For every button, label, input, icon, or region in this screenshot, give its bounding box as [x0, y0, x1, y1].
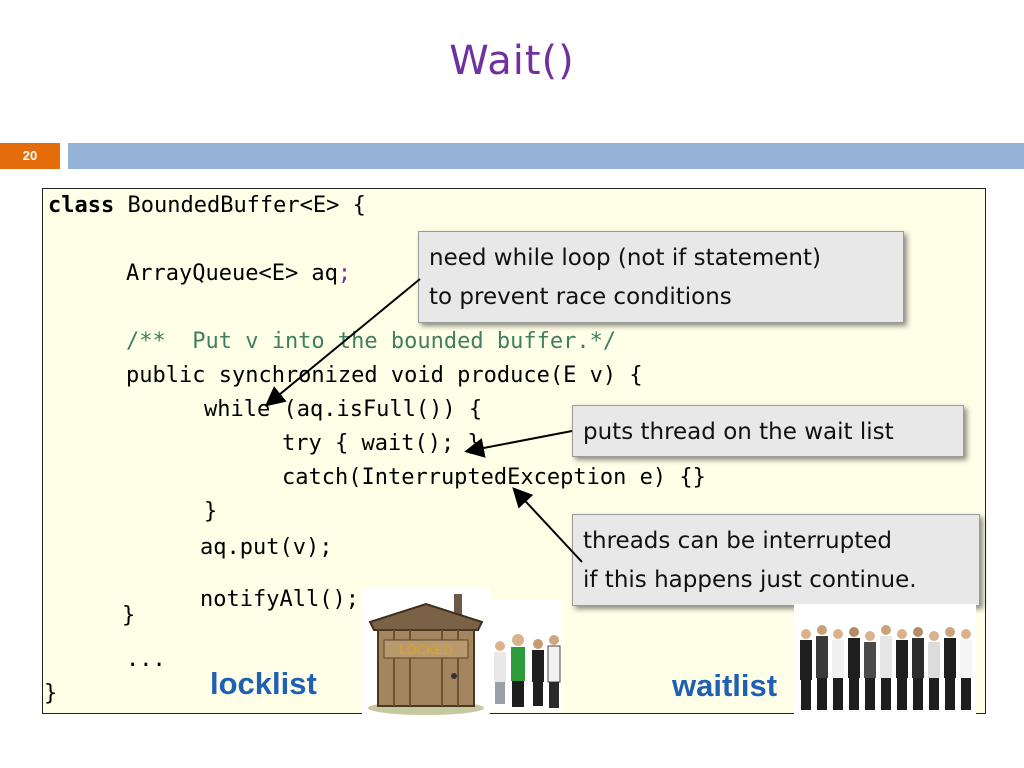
class-decl: BoundedBuffer<E> {: [114, 193, 366, 218]
field-decl: ArrayQueue<E> aq: [126, 261, 338, 286]
callout-wait-list: puts thread on the wait list: [572, 405, 964, 457]
slide-title: Wait(): [449, 38, 575, 84]
callout-interrupt-line1: threads can be interrupted: [583, 528, 892, 554]
locked-outhouse-image: LOCKED: [362, 588, 490, 716]
code-line-try: try { wait(); }: [282, 431, 481, 456]
code-line-while: while (aq.isFull()) {: [204, 397, 483, 422]
header-bar: [68, 143, 1024, 169]
callout-interrupt: threads can be interrupted if this happe…: [572, 514, 980, 606]
code-line-catch: catch(InterruptedException e) {}: [282, 465, 706, 490]
code-line-method: public synchronized void produce(E v) {: [126, 363, 643, 388]
code-line-class: class BoundedBuffer<E> {: [48, 193, 366, 219]
code-line-method-close: }: [122, 603, 136, 628]
field-semicolon: ;: [337, 261, 352, 286]
locklist-label: locklist: [210, 666, 317, 701]
code-line-notify: notifyAll();: [200, 587, 359, 612]
locklist-people-image: [488, 600, 562, 712]
code-line-put: aq.put(v);: [200, 535, 333, 560]
callout-interrupt-line2: if this happens just continue.: [583, 567, 917, 593]
code-line-field: ArrayQueue<E> aq;: [126, 261, 351, 287]
callout-wait-list-text: puts thread on the wait list: [583, 419, 894, 445]
code-line-ellipsis: ...: [126, 647, 166, 672]
keyword-class: class: [48, 193, 115, 218]
code-line-class-close: }: [44, 681, 58, 706]
locked-sign-text: LOCKED: [399, 642, 452, 657]
waitlist-people-image: [794, 604, 976, 716]
slide-number: 20: [0, 143, 60, 169]
code-line-while-close: }: [204, 499, 218, 524]
waitlist-label: waitlist: [672, 668, 778, 703]
callout-while-loop-line1: need while loop (not if statement): [429, 245, 821, 271]
callout-while-loop: need while loop (not if statement) to pr…: [418, 231, 904, 323]
code-line-comment: /** Put v into the bounded buffer.*/: [126, 329, 617, 354]
callout-while-loop-line2: to prevent race conditions: [429, 284, 732, 310]
